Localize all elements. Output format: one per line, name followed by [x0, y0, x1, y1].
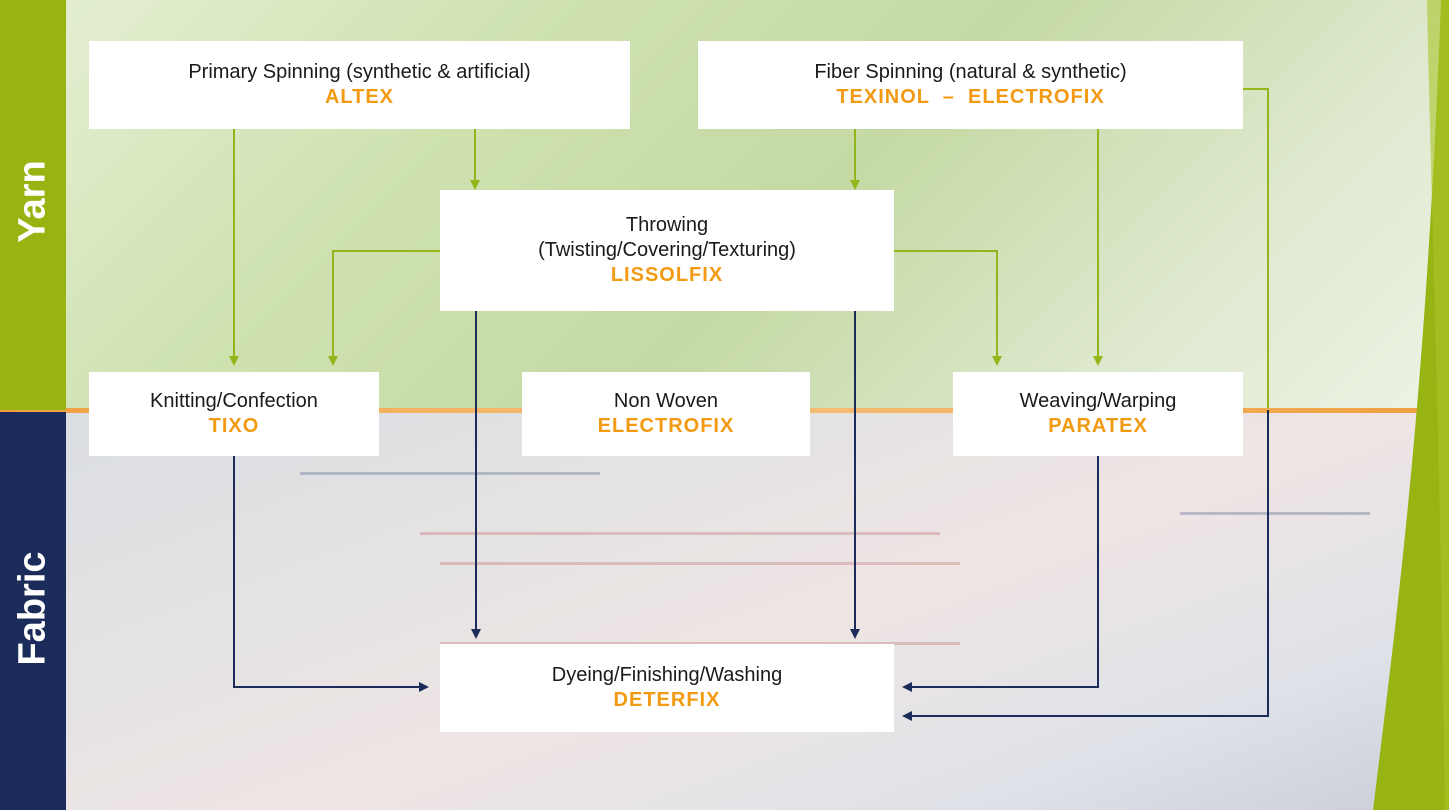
knitting-title: Knitting/Confection	[150, 390, 318, 412]
dyeing-title: Dyeing/Finishing/Washing	[551, 664, 783, 686]
throwing-title: Throwing	[625, 214, 709, 236]
box-dyeing: Dyeing/Finishing/Washing DETERFIX	[440, 644, 894, 732]
box-primary-spinning: Primary Spinning (synthetic & artificial…	[89, 41, 630, 129]
arrow-throwing-to-knitting	[328, 250, 440, 366]
dyeing-product: DETERFIX	[613, 689, 721, 711]
arrow-fiber-to-dyeing	[902, 410, 1269, 721]
primary-spinning-product: ALTEX	[324, 86, 395, 108]
box-knitting: Knitting/Confection TIXO	[89, 372, 379, 456]
yarn-band: Yarn	[0, 0, 66, 410]
non-woven-title: Non Woven	[613, 390, 719, 412]
box-weaving: Weaving/Warping PARATEX	[953, 372, 1243, 456]
weaving-title: Weaving/Warping	[1019, 390, 1177, 412]
arrow-throwing-to-weaving	[894, 250, 1002, 366]
arrow-fiber-side-line	[1243, 88, 1269, 408]
non-woven-product: ELECTROFIX	[597, 415, 735, 437]
weaving-product: PARATEX	[1048, 415, 1148, 437]
fabric-stripe	[300, 472, 600, 475]
arrow-weaving-to-dyeing	[902, 456, 1099, 692]
knitting-product: TIXO	[208, 415, 260, 437]
fabric-stripe	[440, 562, 960, 565]
fabric-background	[0, 412, 1449, 810]
throwing-product: LISSOLFIX	[610, 264, 724, 286]
right-accent-shape	[1373, 0, 1449, 810]
fabric-stripe	[440, 642, 960, 645]
primary-spinning-title: Primary Spinning (synthetic & artificial…	[188, 61, 531, 83]
fabric-stripe	[1180, 512, 1370, 515]
box-non-woven: Non Woven ELECTROFIX	[522, 372, 810, 456]
fiber-spinning-product: TEXINOL – ELECTROFIX	[836, 86, 1105, 108]
fiber-spinning-title: Fiber Spinning (natural & synthetic)	[814, 61, 1127, 83]
throwing-subtitle: (Twisting/Covering/Texturing)	[538, 239, 796, 261]
fabric-band: Fabric	[0, 412, 66, 810]
fabric-stripe	[420, 532, 940, 535]
arrow-knitting-to-dyeing	[233, 456, 429, 692]
box-throwing: Throwing (Twisting/Covering/Texturing) L…	[440, 190, 894, 311]
box-fiber-spinning: Fiber Spinning (natural & synthetic) TEX…	[698, 41, 1243, 129]
